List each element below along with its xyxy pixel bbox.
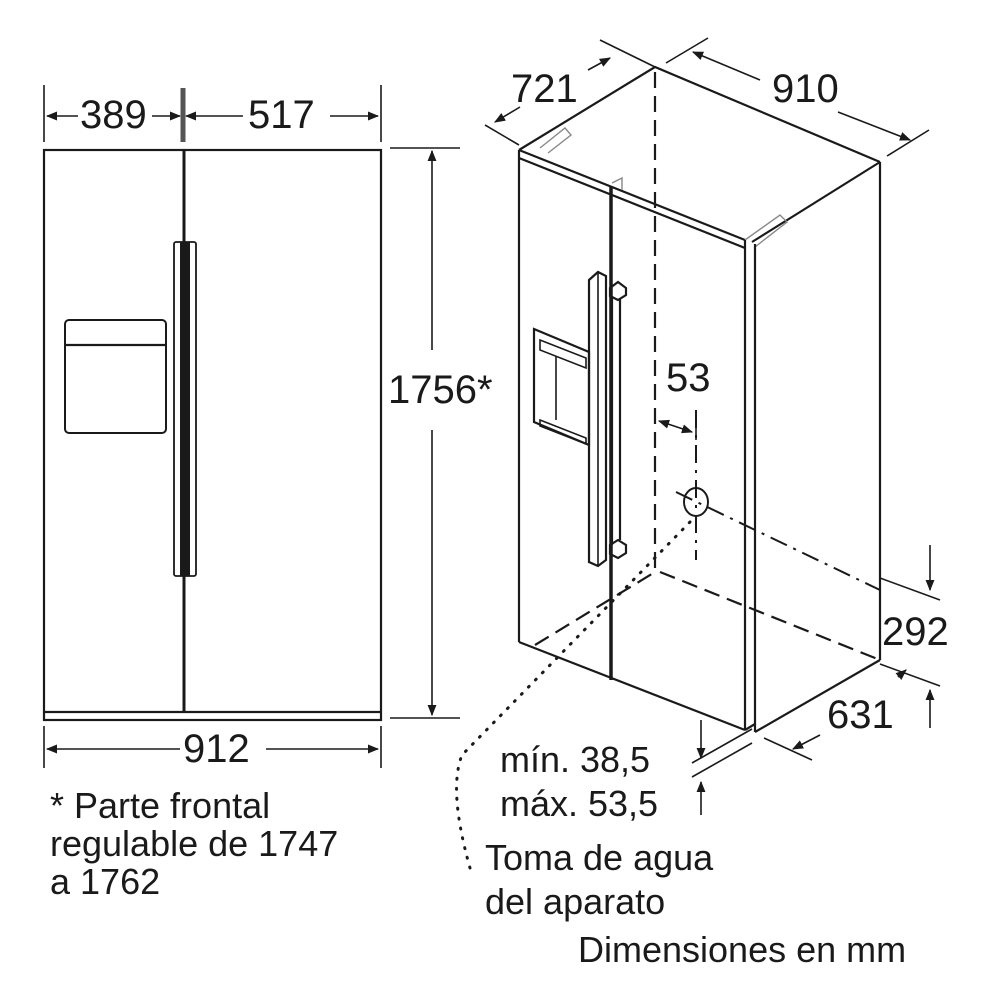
dim-total-width: 912 xyxy=(183,727,250,771)
door-handles xyxy=(173,241,197,577)
iso-view xyxy=(455,37,941,870)
front-view xyxy=(42,85,460,768)
dim-gap-min: mín. 38,5 xyxy=(500,739,651,780)
footnote-line-3: a 1762 xyxy=(50,861,161,902)
dim-depth: 721 xyxy=(511,67,578,111)
dim-width-right: 517 xyxy=(248,93,315,137)
water-dispenser-iso xyxy=(532,327,591,447)
door-handles-iso xyxy=(587,270,628,568)
footnote-line-2: regulable de 1747 xyxy=(50,823,339,864)
water-inlet-icon xyxy=(675,410,881,591)
water-dispenser-front xyxy=(64,319,167,434)
water-inlet-line-2: del aparato xyxy=(485,881,666,922)
dim-height: 1756* xyxy=(388,368,493,412)
dim-door-depth: 631 xyxy=(827,693,894,737)
dim-water-height: 292 xyxy=(882,610,949,654)
units-note: Dimensiones en mm xyxy=(578,929,907,970)
dim-gap-max: máx. 53,5 xyxy=(500,783,659,824)
fridge-front-outline xyxy=(42,148,383,722)
footnote-line-1: * Parte frontal xyxy=(50,785,271,826)
dim-iso-width: 910 xyxy=(772,67,839,111)
water-inlet-line-1: Toma de agua xyxy=(485,837,714,878)
dim-water-offset: 53 xyxy=(666,356,711,400)
dim-width-left: 389 xyxy=(80,93,147,137)
